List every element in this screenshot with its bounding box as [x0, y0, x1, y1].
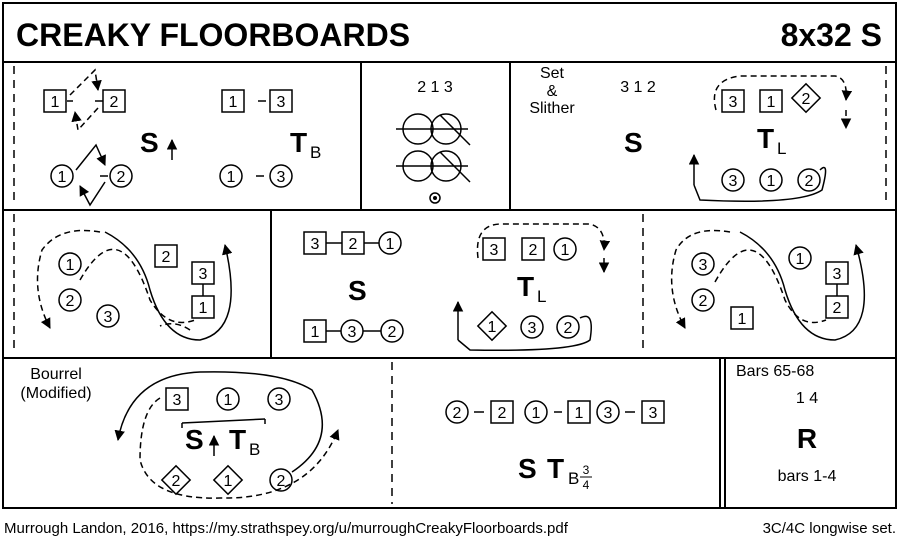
order-label: 2 1 3	[417, 79, 453, 96]
dancer-label: 1	[386, 236, 395, 253]
figure-turn-sub: B	[249, 440, 260, 459]
fraction-denominator: 4	[583, 478, 590, 492]
dancer-label: 1	[227, 169, 236, 186]
figure-setting: S	[348, 275, 367, 306]
cell-row3-c: Bars 65-68 1 4 R bars 1-4	[736, 363, 836, 485]
dancer-label: 3	[649, 405, 658, 422]
bars-range: bars 1-4	[778, 468, 837, 485]
dancer-label: 2	[349, 236, 358, 253]
dancer-label: 1	[488, 319, 497, 336]
dancer-label: 3	[528, 320, 537, 337]
dancer-label: 2	[388, 324, 397, 341]
figure-turn-sub: B	[568, 469, 579, 488]
cell-bars-13-16: Set & Slither 3 1 2 S T L 3 1 2 3 1 2	[529, 65, 853, 202]
figure-setting: S	[624, 127, 643, 158]
label-modified: (Modified)	[20, 385, 91, 402]
fraction-numerator: 3	[583, 463, 590, 477]
dancer-label: 1	[738, 311, 747, 328]
dancer-label: 3	[729, 94, 738, 111]
dancer-label: 1	[575, 405, 584, 422]
dancer-label: 2	[699, 293, 708, 310]
dancer-label: 3	[311, 236, 320, 253]
cell-row2-c: 3 2 1 1 3 2	[670, 229, 866, 341]
figure-setting: S	[518, 453, 537, 484]
dancer-label: 1	[767, 173, 776, 190]
dancer-label: 1	[58, 169, 67, 186]
dance-form: 8x32 S	[781, 17, 882, 53]
dancer-label: 3	[490, 242, 499, 259]
cell-bars-1-8: 1 2 1 2 S 1 3 T B 1 3	[43, 68, 321, 207]
dancer-label: 2	[802, 91, 811, 108]
dancer-label: 3	[348, 324, 357, 341]
dancer-label: 1	[51, 94, 60, 111]
cell-bars-9-12: 2 1 3	[396, 79, 471, 204]
dancer-label: 2	[172, 473, 181, 490]
figure-turn: T	[517, 271, 534, 302]
footer-set: 3C/4C longwise set.	[763, 520, 896, 537]
dancer-label: 3	[604, 405, 613, 422]
cell-bourrel: Bourrel (Modified) 3 1 3 S T B 2 1 2	[20, 366, 340, 499]
label-bourrel: Bourrel	[30, 366, 82, 383]
dancer-label: 2	[453, 405, 462, 422]
dancer-label: 3	[104, 309, 113, 326]
dancer-label: 2	[66, 293, 75, 310]
cell-row3-b: 2 2 1 1 3 3 S T B 3 4	[445, 400, 665, 492]
dancer-label: 1	[767, 94, 776, 111]
figure-turn: T	[547, 453, 564, 484]
dancer-label: 2	[110, 94, 119, 111]
dancer-label: 2	[529, 242, 538, 259]
dancer-label: 1	[229, 94, 238, 111]
dancer-label: 1	[311, 324, 320, 341]
dance-title: CREAKY FLOORBOARDS	[16, 17, 410, 53]
dancer-label: 2	[117, 169, 126, 186]
figure-turn: T	[229, 424, 246, 455]
dancer-label: 1	[224, 392, 233, 409]
figure-reel: R	[797, 423, 817, 454]
label-slither: Slither	[529, 100, 575, 117]
dancer-label: 2	[833, 300, 842, 317]
figure-setting: S	[185, 424, 204, 455]
figure-turn: T	[290, 127, 307, 158]
dancer-label: 3	[277, 94, 286, 111]
cell-row2-b: 3 2 1 S 1 3 2 3 2 1 T L 1 3 2	[303, 223, 611, 352]
label-and: &	[547, 83, 558, 100]
dancer-label: 1	[224, 473, 233, 490]
dancer-label: 2	[498, 405, 507, 422]
dancer-label: 3	[199, 266, 208, 283]
dancer-label: 2	[162, 249, 171, 266]
dancer-label: 2	[277, 473, 286, 490]
figure-turn: T	[757, 123, 774, 154]
dancer-label: 2	[564, 320, 573, 337]
figure-turn-sub: L	[777, 139, 786, 158]
label-set: Set	[540, 65, 565, 82]
order-label: 1 4	[796, 390, 818, 407]
dancer-label: 1	[796, 251, 805, 268]
bars-label: Bars 65-68	[736, 363, 814, 380]
dancer-label: 1	[199, 300, 208, 317]
figure-setting: S	[140, 127, 159, 158]
dancer-label: 1	[561, 242, 570, 259]
dancer-label: 3	[275, 392, 284, 409]
figure-turn-sub: L	[537, 287, 546, 306]
dancer-label: 3	[173, 392, 182, 409]
outer-frame	[2, 2, 897, 509]
dancer-label: 3	[277, 169, 286, 186]
dancer-label: 1	[532, 405, 541, 422]
dancer-label: 3	[729, 173, 738, 190]
dancer-label: 1	[66, 257, 75, 274]
footer-credit: Murrough Landon, 2016, https://my.strath…	[4, 520, 569, 537]
dancer-label: 2	[805, 173, 814, 190]
dancer-label: 3	[833, 266, 842, 283]
cell-row2-a: 1 2 3 2 3 1	[36, 229, 233, 341]
order-label: 3 1 2	[620, 79, 656, 96]
figure-turn-sub: B	[310, 143, 321, 162]
dancer-label: 3	[699, 257, 708, 274]
